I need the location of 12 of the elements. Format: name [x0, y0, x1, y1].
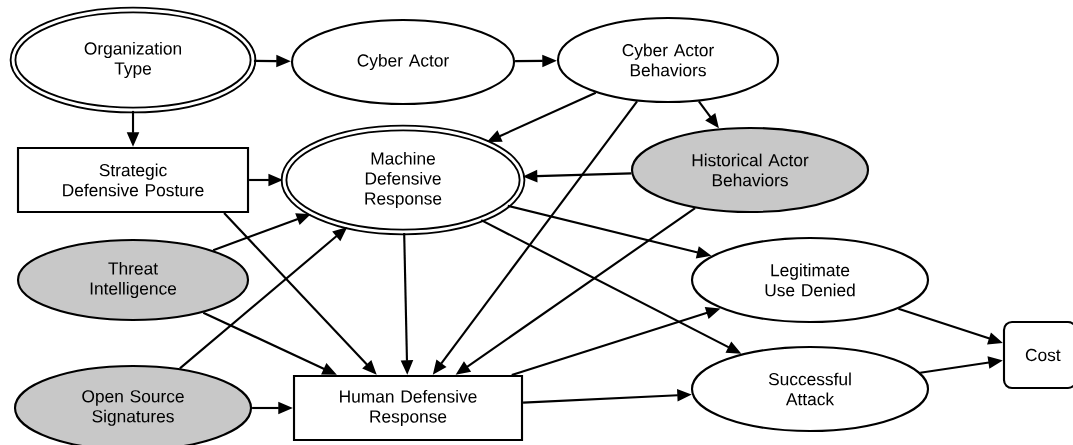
- ellipse-node: Cyber Actor Behaviors: [556, 16, 780, 104]
- process-box: Human Defensive Response: [292, 374, 524, 442]
- double-ellipse-node: Organization Type: [9, 6, 257, 114]
- shaded-ellipse-node: Open Source Signatures: [13, 364, 253, 445]
- ellipse-node: Successful Attack: [690, 345, 930, 433]
- rounded-box: Cost: [1002, 320, 1073, 390]
- shaded-ellipse-node: Threat Intelligence: [16, 238, 250, 322]
- double-ellipse-node: Machine Defensive Response: [280, 124, 526, 236]
- shaded-ellipse-node: Historical Actor Behaviors: [630, 126, 870, 214]
- ellipse-node: Legitimate Use Denied: [690, 236, 930, 324]
- ellipse-node: Cyber Actor: [290, 18, 516, 106]
- process-box: Strategic Defensive Posture: [16, 146, 250, 214]
